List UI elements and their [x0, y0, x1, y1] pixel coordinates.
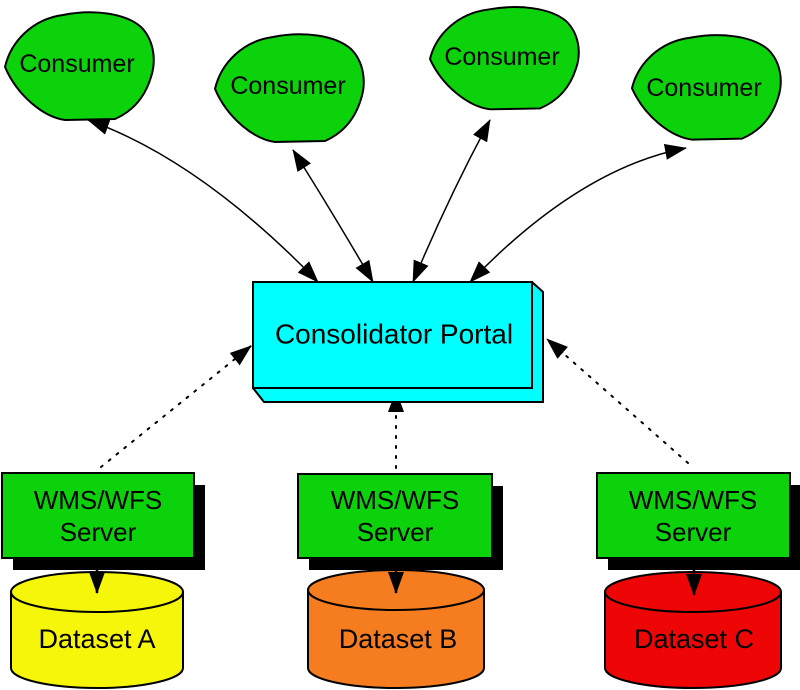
server1-label-line2: Server	[60, 517, 137, 547]
consumer1-portal-arrow	[87, 119, 319, 283]
consumer2-label: Consumer	[230, 72, 345, 100]
server1-box	[1, 472, 195, 559]
consumer4-portal-arrow	[469, 144, 687, 283]
consumer-nodes: Consumer Consumer Consumer Consumer	[4, 6, 782, 143]
dataset-b-cylinder-body	[307, 589, 485, 689]
server3-label-line2: Server	[655, 517, 732, 547]
server3-box	[596, 472, 791, 559]
server1-label-line1: WMS/WFS	[34, 485, 163, 515]
dataset-c-cylinder-body	[604, 591, 782, 689]
server-nodes: WMS/WFS Server WMS/WFS Server WMS/WFS Se…	[1, 472, 791, 559]
dataset-a-cylinder-body	[10, 591, 184, 689]
dataset-b-label: Dataset B	[339, 624, 458, 654]
portal-label: Consolidator Portal	[275, 319, 513, 350]
consumer-portal-arrows	[87, 119, 687, 283]
server2-label-line2: Server	[357, 517, 434, 547]
consumer1-label: Consumer	[19, 50, 134, 78]
consumer2-portal-arrow	[292, 149, 374, 283]
portal-front-face	[252, 281, 533, 389]
dataset-nodes: Dataset A Dataset B Dataset C	[10, 569, 782, 689]
consumer4-label: Consumer	[646, 74, 761, 102]
dataset-c-label: Dataset C	[634, 624, 754, 654]
server3-portal-dotted-arrow	[546, 338, 689, 464]
server-portal-dotted-arrows	[100, 338, 689, 469]
portal-node: Consolidator Portal	[252, 281, 544, 403]
server-dataset-arrows	[89, 556, 702, 596]
server1-portal-dotted-arrow	[100, 345, 252, 468]
server2-label-line1: WMS/WFS	[331, 485, 460, 515]
server3-label-line1: WMS/WFS	[629, 485, 758, 515]
consumer3-portal-arrow	[412, 119, 491, 283]
consumer3-label: Consumer	[444, 43, 559, 71]
dataset-a-label: Dataset A	[38, 624, 155, 654]
server2-box	[297, 473, 493, 559]
